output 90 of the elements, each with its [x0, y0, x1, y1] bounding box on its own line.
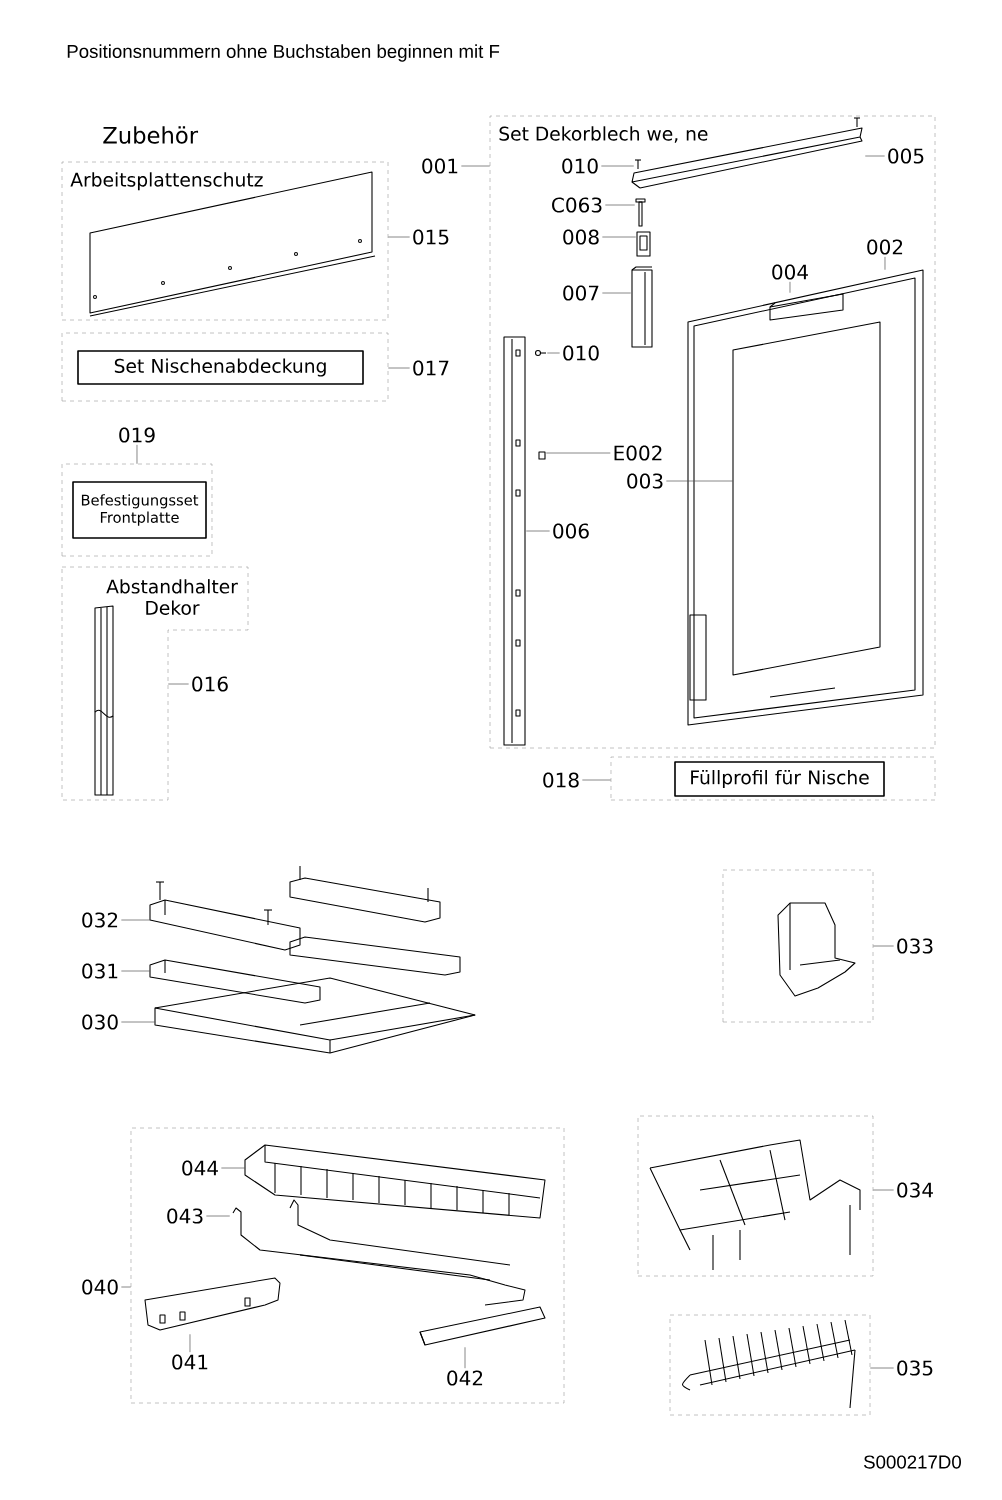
dashed-frame	[61, 463, 213, 557]
callout-number: C063	[552, 197, 602, 213]
leader-line	[121, 1021, 156, 1023]
callout-number: 030	[82, 1014, 118, 1030]
leader-line	[461, 165, 491, 167]
bracket-drawing	[149, 881, 301, 951]
leader-line	[387, 236, 410, 238]
wire-frame-drawing	[232, 1199, 526, 1306]
callout-number: 031	[82, 963, 118, 979]
hinge-part-drawing	[631, 266, 653, 348]
handle-block-drawing	[769, 293, 844, 321]
callout-number: 044	[182, 1160, 218, 1176]
leader-line	[869, 1367, 894, 1369]
callout-number: 008	[563, 229, 599, 245]
callout-number: 001	[422, 158, 458, 174]
dashed-frame	[722, 869, 874, 1023]
leader-line	[864, 155, 885, 157]
note: Positionsnummern ohne Buchstaben beginnen mit F	[67, 44, 500, 62]
glass-pane-drawing	[732, 321, 881, 676]
leader-line	[546, 352, 560, 354]
callout-number: 018	[543, 772, 579, 788]
leader-line	[884, 256, 886, 271]
label-box: Befestigungsset Frontplatte	[72, 481, 207, 539]
spacer-drawing	[94, 605, 114, 796]
callout-number: 034	[897, 1182, 933, 1198]
leader-line	[872, 1189, 894, 1191]
clip-drawing	[538, 451, 546, 460]
callout-number: 019	[119, 427, 155, 443]
leader-line	[666, 480, 734, 482]
callout-number: 042	[447, 1370, 483, 1386]
leader-line	[387, 367, 410, 369]
callout-number: 032	[82, 912, 118, 928]
leader-line	[525, 530, 550, 532]
dashed-frame	[669, 1314, 871, 1416]
callout-number: 016	[192, 676, 228, 692]
callout-number: 043	[167, 1208, 203, 1224]
dashed-frame	[130, 1127, 565, 1404]
leader-line	[605, 204, 636, 206]
cutlery-basket-drawing	[244, 1144, 546, 1219]
side-rail-drawing	[503, 336, 526, 746]
clip-drawing	[777, 902, 856, 997]
leader-line	[189, 1333, 191, 1353]
section-heading: Zubehör	[103, 126, 199, 144]
callout-number: 010	[562, 158, 598, 174]
callout-number: 004	[772, 264, 808, 280]
leader-line	[789, 281, 791, 294]
leader-line	[582, 779, 612, 781]
callout-number: E002	[614, 445, 662, 461]
leader-line	[464, 1346, 466, 1369]
callout-number: 007	[563, 285, 599, 301]
screw-drawing	[534, 349, 547, 357]
label-box: Set Nischenabdeckung	[77, 350, 364, 385]
leader-line	[221, 1167, 246, 1169]
leader-line	[121, 1286, 132, 1288]
leader-line	[602, 236, 637, 238]
leader-line	[545, 452, 611, 454]
callout-number: 005	[888, 148, 924, 164]
pin-drawing	[635, 198, 646, 227]
bracket-drawing	[144, 1277, 281, 1331]
rack-drawing	[681, 1319, 856, 1409]
callout-number: 040	[82, 1279, 118, 1295]
leader-line	[206, 1215, 231, 1217]
dashed-frame: Arbeitsplattenschutz	[61, 161, 389, 321]
leader-line	[167, 683, 189, 685]
callout-number: 010	[563, 345, 599, 361]
screw-drawing	[634, 159, 642, 170]
callout-number: 035	[897, 1360, 933, 1376]
leader-line	[121, 919, 151, 921]
callout-number: 002	[867, 239, 903, 255]
label-box: Füllprofil für Nische	[674, 761, 885, 797]
rail-drawing	[419, 1306, 546, 1346]
bracket-drawing	[636, 231, 651, 257]
tray-drawing	[154, 977, 476, 1054]
callout-number: 017	[413, 360, 449, 376]
drawing-number: S000217D0	[864, 1455, 961, 1469]
leader-line	[601, 165, 635, 167]
leader-line	[121, 970, 151, 972]
callout-number: 033	[897, 938, 933, 954]
callout-number: 015	[413, 229, 449, 245]
dashed-frame	[637, 1115, 874, 1277]
dashed-frame	[61, 332, 389, 402]
leader-line	[872, 945, 894, 947]
leader-line	[136, 444, 138, 465]
leader-line	[602, 292, 632, 294]
callout-number: 003	[627, 473, 663, 489]
callout-number: 041	[172, 1354, 208, 1370]
dashed-frame	[610, 756, 936, 801]
bracket-drawing	[149, 959, 321, 1004]
rack-drawing	[649, 1139, 861, 1271]
callout-number: 006	[553, 523, 589, 539]
